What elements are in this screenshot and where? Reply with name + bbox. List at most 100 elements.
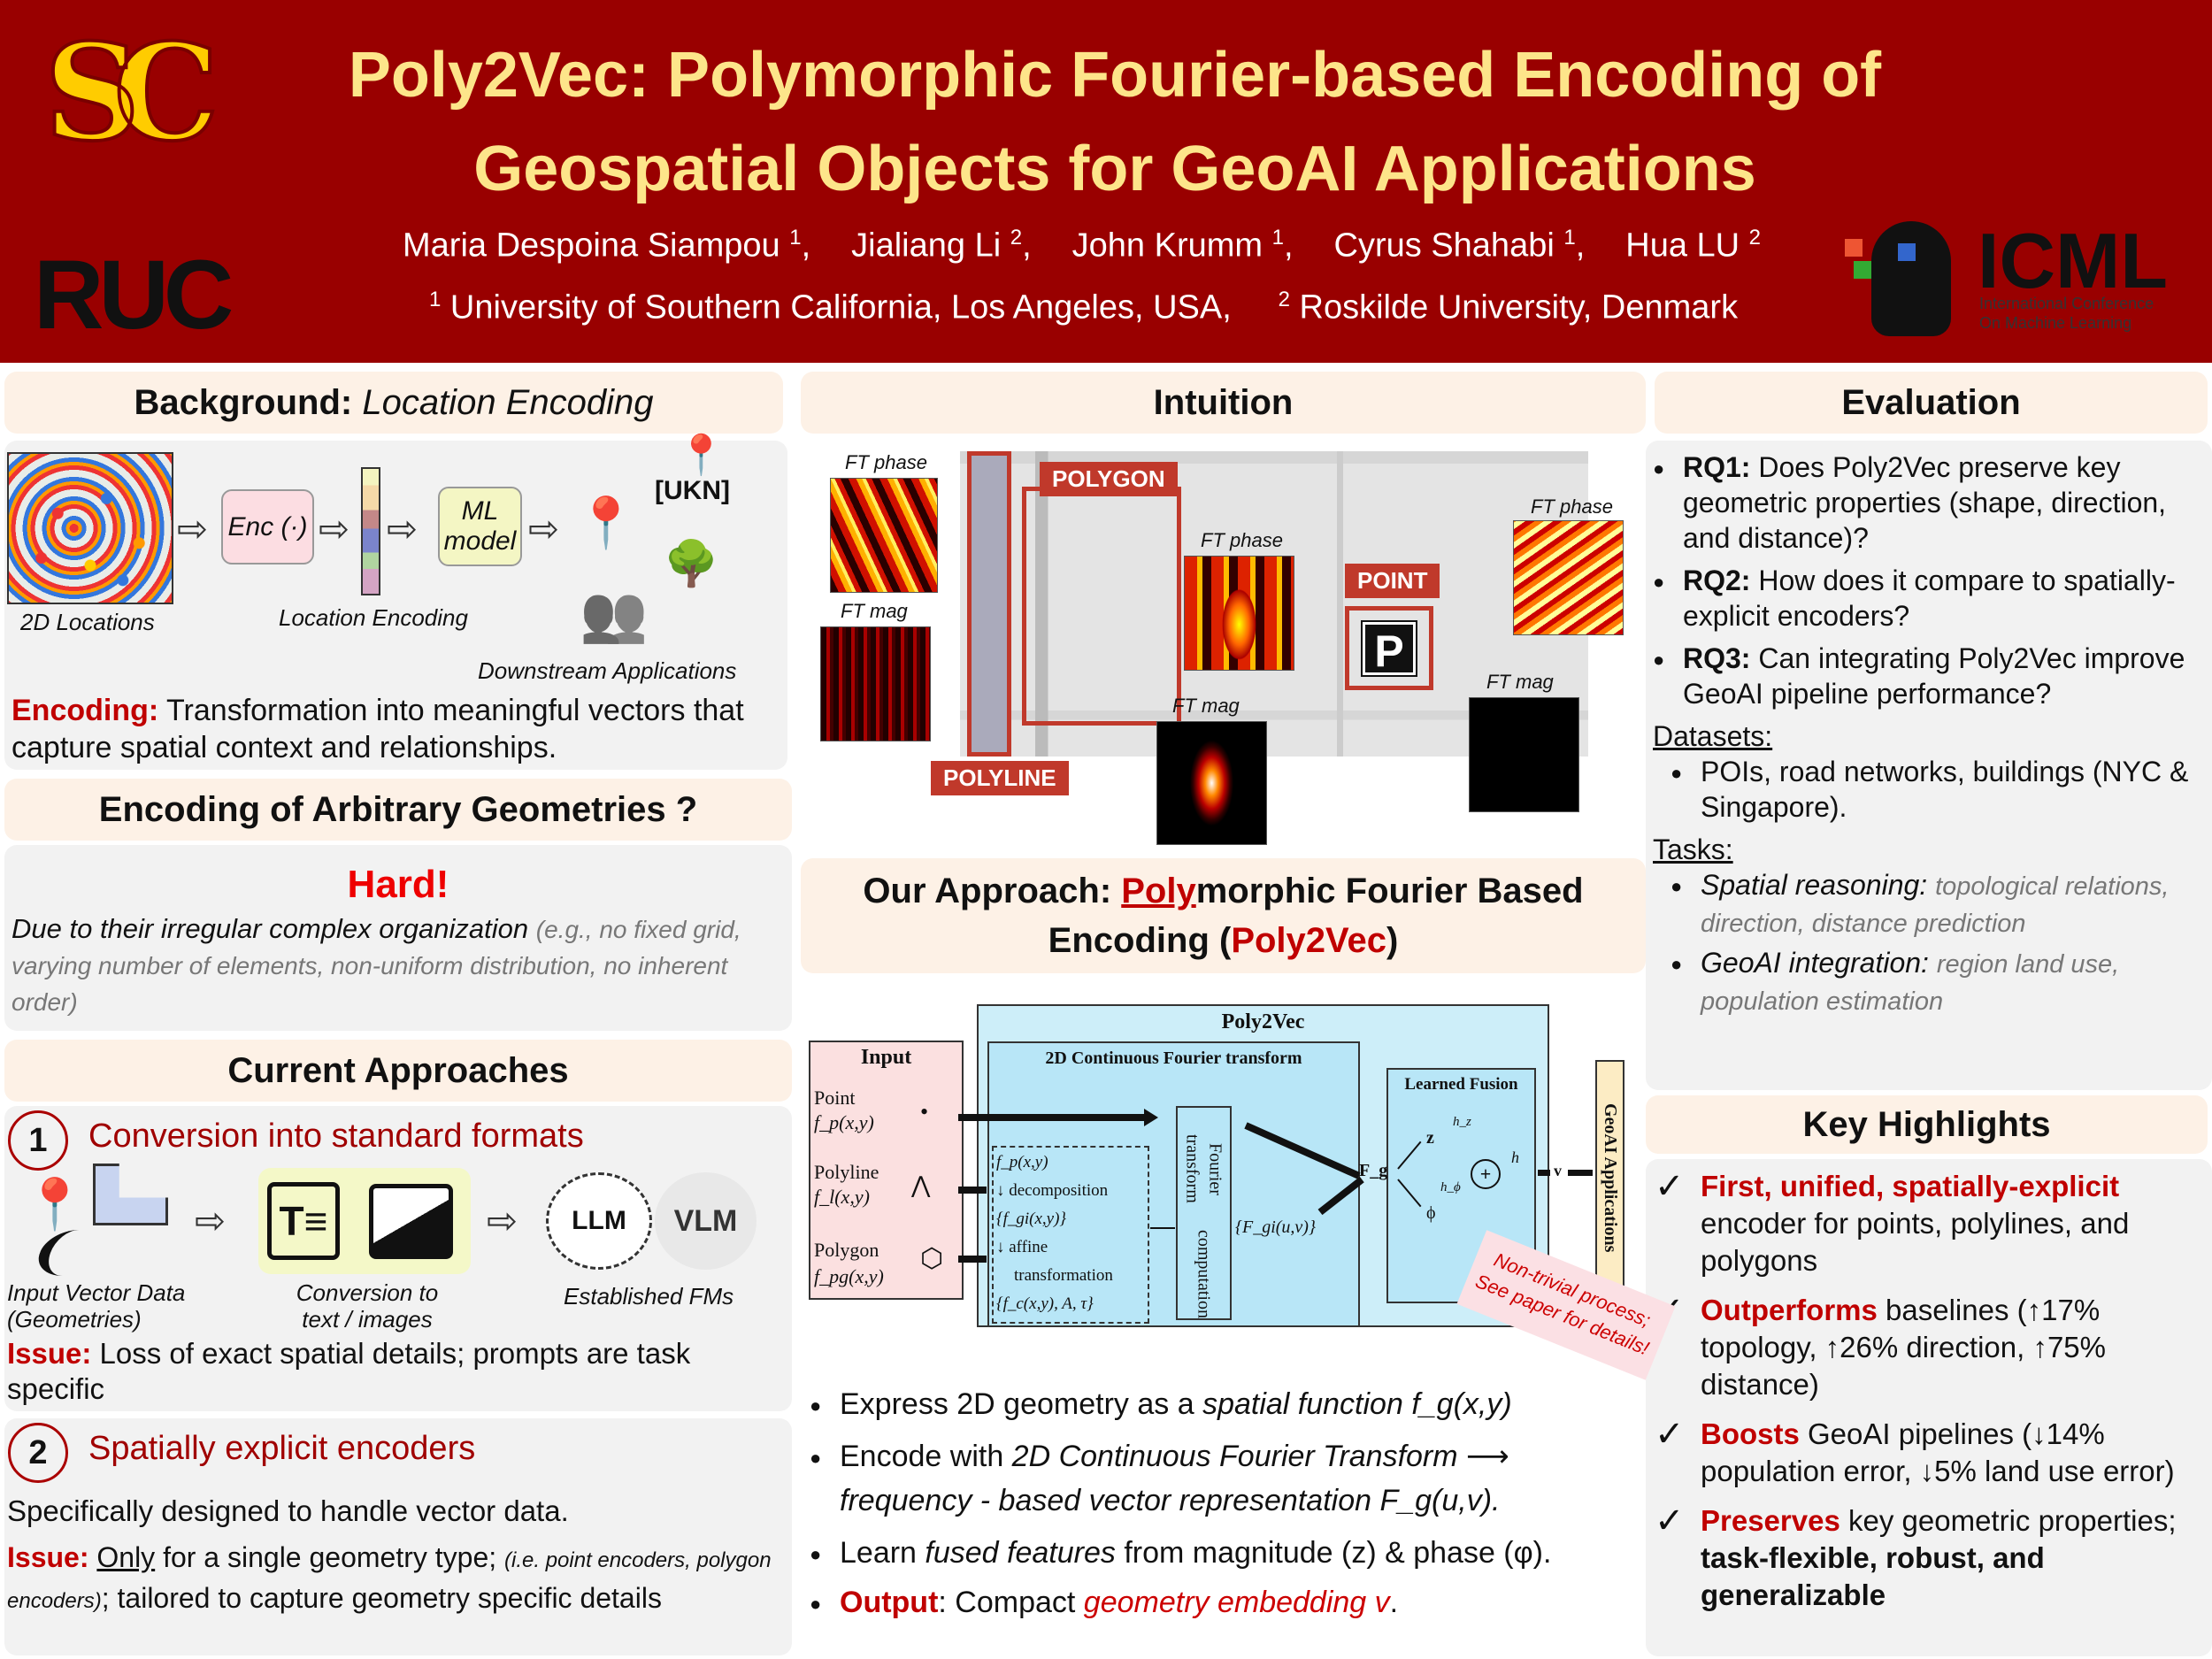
point-highlight: P [1345, 606, 1433, 690]
polygon-function: f_pg(x,y) [814, 1265, 884, 1287]
highlight-item: Preserves key geometric properties; task… [1655, 1502, 2203, 1614]
ukn-label: [UKN] [655, 476, 730, 505]
location-pin-icon: 📍 [677, 434, 726, 477]
rq-item: RQ1: Does Poly2Vec preserve key geometri… [1653, 449, 2205, 556]
polygon-highlight [1022, 487, 1181, 726]
point-mag-plot [1469, 697, 1579, 812]
highlight-item: Boosts GeoAI pipelines (↓14% population … [1655, 1416, 2203, 1490]
point-tag: POINT [1345, 564, 1440, 598]
land-use-icon: 🌳 [664, 539, 719, 588]
approach-bullets: Express 2D geometry as a spatial functio… [810, 1385, 1641, 1632]
background-heading: Background: Location Encoding [4, 372, 783, 434]
vlm-icon: VLM [655, 1172, 757, 1270]
llm-icon: LLM [546, 1172, 652, 1270]
approach-1-issue: Issue: Loss of exact spatial details; pr… [7, 1337, 691, 1405]
route-icon: 📍 [575, 495, 637, 550]
conversion-box: T≡ [258, 1168, 471, 1274]
road-icon [31, 1230, 111, 1276]
cft-label: 2D Continuous Fourier transform [1045, 1048, 1302, 1068]
phi-label: ϕ [1426, 1203, 1436, 1223]
polyline-label: Polyline [814, 1161, 879, 1183]
author-list: Maria Despoina Siampou 1,Jialiang Li 2,J… [403, 226, 1761, 265]
author: Jialiang Li 2, [851, 226, 1032, 265]
polyline-mag-label: FT mag [841, 600, 908, 622]
point-phase-label: FT phase [1531, 495, 1613, 518]
approach-2-title: Spatially explicit encoders [88, 1430, 476, 1467]
datasets-label: Datasets: [1653, 720, 1773, 752]
encoding-vector [361, 467, 380, 595]
task-item: GeoAI integration: region land use, popu… [1671, 945, 2205, 1019]
polyline-icon: ⋀ [911, 1172, 931, 1198]
polyline-arrow [958, 1187, 987, 1194]
poly2vec-label: Poly2Vec [1221, 1010, 1305, 1033]
fgi-label: {F_gi(u,v)} [1235, 1217, 1316, 1237]
caption-2d-locations: 2D Locations [20, 609, 155, 635]
polyline-highlight [967, 451, 1011, 757]
intuition-heading: Intuition [801, 372, 1646, 434]
caption-fms: Established FMs [564, 1283, 734, 1310]
geoai-box: GeoAI Applications [1595, 1060, 1624, 1296]
evaluation-heading: Evaluation [1655, 372, 2208, 434]
polygon-mag-plot [1156, 721, 1267, 845]
arbitrary-panel: Hard! Due to their irregular complex org… [4, 845, 792, 1031]
approach-1-title: Conversion into standard formats [88, 1118, 584, 1155]
polygon-tag: POLYGON [1040, 462, 1178, 496]
caption-downstream: Downstream Applications [478, 657, 737, 684]
title-line-2: Geospatial Objects for GeoAI Application… [473, 134, 1756, 204]
affiliations: 1 University of Southern California, Los… [429, 288, 1739, 326]
background-panel: 2D Locations ⇨ Enc (·) ⇨ Location Encodi… [4, 434, 787, 770]
icml-logo: ICML International Conference On Machine… [1845, 221, 2199, 336]
point-label: Point [814, 1087, 856, 1109]
h-label: h [1511, 1148, 1519, 1166]
approach-2-number: 2 [8, 1423, 68, 1483]
fusion-label: Learned Fusion [1404, 1075, 1518, 1094]
hphi-label: h_ϕ [1440, 1180, 1461, 1194]
title-line-1: Poly2Vec: Polymorphic Fourier-based Enco… [348, 40, 1882, 111]
approach-1-number: 1 [8, 1110, 68, 1171]
highlight-item: Outperforms baselines (↑17% topology, ↑2… [1655, 1292, 2203, 1403]
polygon-mag-label: FT mag [1172, 695, 1240, 717]
locations-map [7, 452, 173, 604]
encoder-box: Enc (·) [221, 489, 314, 565]
z-label: z [1426, 1128, 1434, 1148]
point-mag-label: FT mag [1486, 671, 1554, 693]
caption-conversion: Conversion to text / images [296, 1279, 439, 1333]
polygon-arrow [958, 1256, 987, 1263]
polyline-phase-plot [830, 478, 938, 593]
hard-label: Hard! [347, 863, 449, 906]
approach-2-panel: 2 Spatially explicit encoders Specifical… [4, 1418, 792, 1655]
ruc-logo: RUC [34, 241, 234, 349]
text-doc-icon: T≡ [267, 1182, 340, 1260]
approach-bullet: Express 2D geometry as a spatial functio… [810, 1385, 1641, 1425]
point-phase-plot [1513, 520, 1624, 635]
rq-item: RQ3: Can integrating Poly2Vec improve Ge… [1653, 641, 2205, 711]
tasks-label: Tasks: [1653, 833, 1733, 865]
intuition-figure: P POLYGON POLYLINE POINT FT phase FT mag… [801, 442, 1646, 849]
approach-2-desc: Specifically designed to handle vector d… [7, 1494, 569, 1527]
datasets-item: POIs, road networks, buildings (NYC & Si… [1671, 754, 2205, 825]
fg-label: F_g [1359, 1161, 1388, 1180]
icml-head-icon [1871, 221, 1951, 336]
decomposition-steps: f_p(x,y) ↓ decomposition {f_gi(x,y)} ↓ a… [996, 1153, 1113, 1313]
polyline-function: f_l(x,y) [814, 1186, 870, 1208]
encoding-definition: Encoding: Transformation into meaningful… [12, 694, 744, 764]
cft-box [987, 1041, 1360, 1327]
task-item: Spatial reasoning: topological relations… [1671, 867, 2205, 941]
polygon-icon: ⬡ [920, 1244, 944, 1273]
polyline-tag: POLYLINE [931, 761, 1069, 795]
decomposition-box [992, 1146, 1149, 1324]
point-icon: • [920, 1099, 929, 1125]
author: Maria Despoina Siampou 1, [403, 226, 811, 265]
point-function: f_p(x,y) [814, 1111, 874, 1133]
hz-label: h_z [1453, 1115, 1471, 1129]
input-box [809, 1041, 964, 1300]
polygon-phase-plot [1184, 556, 1294, 671]
caption-location-encoding: Location Encoding [279, 604, 468, 631]
approach-heading: Our Approach: Polymorphic Fourier Based … [801, 858, 1646, 973]
usc-logo: SC [42, 15, 221, 171]
polygon-label: Polygon [814, 1239, 879, 1261]
poster-header: SC RUC Poly2Vec: Polymorphic Fourier-bas… [0, 0, 2212, 363]
